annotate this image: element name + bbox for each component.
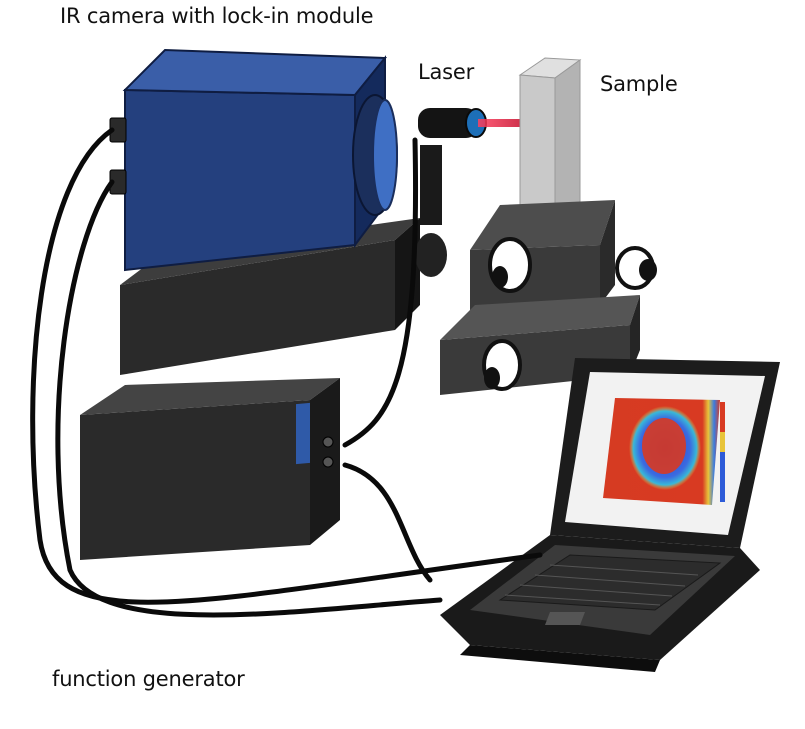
laser-icon: [415, 108, 520, 277]
laptop-icon: [440, 358, 780, 672]
ir-camera-icon: [109, 48, 398, 272]
laser-label: Laser: [418, 60, 475, 84]
camera-label: IR camera with lock-in module: [60, 4, 374, 28]
function-generator-label: function generator: [52, 667, 245, 691]
cables: [30, 127, 543, 618]
laptop-heatmap: [603, 398, 725, 505]
sample-label: Sample: [600, 72, 678, 96]
function-generator-icon: [80, 378, 340, 560]
sample-icon: [518, 57, 582, 237]
